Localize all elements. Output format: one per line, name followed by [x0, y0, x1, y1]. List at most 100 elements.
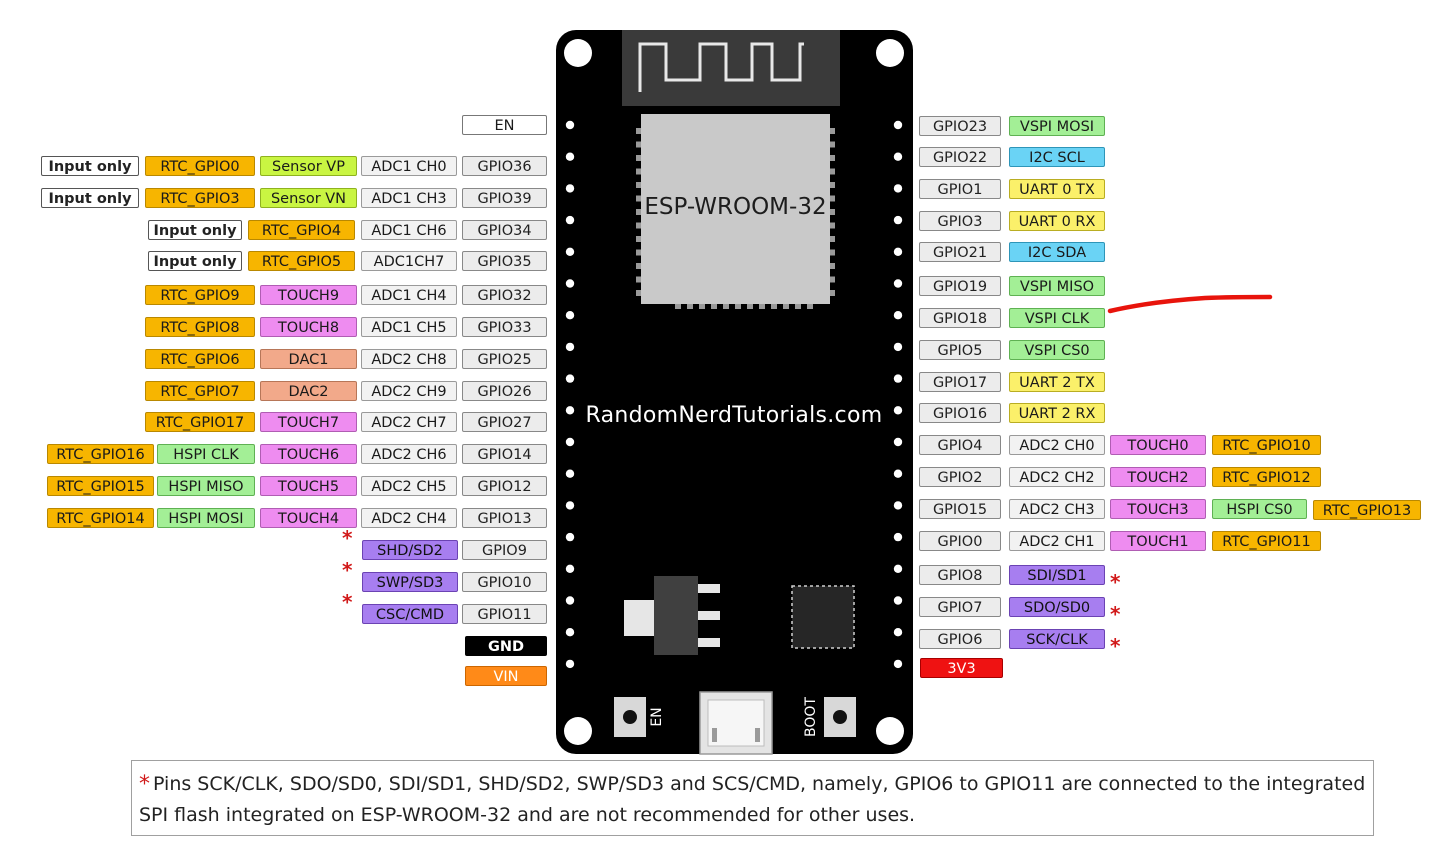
module-pad: [747, 304, 753, 309]
header-pin-hole: [893, 659, 903, 669]
module-pad: [636, 209, 641, 215]
module-pad: [723, 304, 729, 309]
pin-label-gpio15: GPIO15: [919, 499, 1001, 519]
pin-label-input-only: Input only: [41, 156, 139, 176]
pin-label-touch6: TOUCH6: [260, 444, 357, 464]
flash-pin-asterisk: *: [342, 590, 353, 614]
pin-label-gpio17: GPIO17: [919, 372, 1001, 392]
boot-button-knob: [833, 710, 847, 724]
pin-label-touch8: TOUCH8: [260, 317, 357, 337]
mounting-hole: [876, 717, 904, 745]
pin-label-swp-sd3: SWP/SD3: [362, 572, 458, 592]
pin-label-gpio4: GPIO4: [919, 435, 1001, 455]
pin-label-rtc-gpio15: RTC_GPIO15: [47, 476, 154, 496]
header-pin-hole: [565, 437, 575, 447]
module-pad: [830, 236, 835, 242]
pin-label-gpio9: GPIO9: [462, 540, 547, 560]
header-pin-hole: [565, 628, 575, 637]
pin-label-adc1-ch6: ADC1 CH6: [361, 220, 457, 240]
pin-label-gpio27: GPIO27: [462, 412, 547, 432]
header-pin-hole: [893, 311, 903, 320]
module-pad: [735, 304, 741, 309]
module-pad: [830, 276, 835, 283]
pin-label-rtc-gpio7: RTC_GPIO7: [145, 381, 255, 401]
header-pin-hole: [893, 406, 903, 415]
pin-label-rtc-gpio3: RTC_GPIO3: [145, 188, 255, 208]
header-pin-hole: [893, 532, 903, 542]
pin-label-sensor-vp: Sensor VP: [260, 156, 357, 176]
pin-label-input-only: Input only: [148, 220, 242, 240]
regulator-pin: [698, 611, 720, 620]
pin-label-rtc-gpio4: RTC_GPIO4: [248, 220, 355, 240]
regulator-pin: [698, 584, 720, 593]
module-label: ESP-WROOM-32: [644, 194, 827, 220]
flash-pin-asterisk: *: [1110, 602, 1121, 626]
module-pins: [636, 128, 835, 309]
pin-label-gpio8: GPIO8: [919, 565, 1001, 585]
pin-label-adc2-ch5: ADC2 CH5: [361, 476, 457, 496]
pin-label-sck-clk: SCK/CLK: [1009, 629, 1105, 649]
pin-label-rtc-gpio12: RTC_GPIO12: [1212, 467, 1321, 487]
pin-label-hspi-clk: HSPI CLK: [157, 444, 255, 464]
pin-label-gpio32: GPIO32: [462, 285, 547, 305]
module-pad: [636, 249, 641, 256]
header-pin-hole: [565, 406, 575, 415]
pin-label-gpio25: GPIO25: [462, 349, 547, 369]
pin-label-rtc-gpio14: RTC_GPIO14: [47, 508, 154, 528]
en-button-label: EN: [649, 707, 665, 727]
pin-label-adc2-ch6: ADC2 CH6: [361, 444, 457, 464]
pin-label-gpio26: GPIO26: [462, 381, 547, 401]
pin-label-uart-2-rx: UART 2 RX: [1009, 403, 1105, 423]
pin-label-gpio22: GPIO22: [919, 147, 1001, 167]
pin-label-adc2-ch2: ADC2 CH2: [1009, 467, 1105, 487]
pin-label-hspi-mosi: HSPI MOSI: [157, 508, 255, 528]
module-pad: [830, 128, 835, 134]
pin-label-i2c-scl: I2C SCL: [1009, 147, 1105, 167]
module-pad: [711, 304, 717, 309]
pin-label-i2c-sda: I2C SDA: [1009, 242, 1105, 262]
pin-label-adc2-ch1: ADC2 CH1: [1009, 531, 1105, 551]
antenna-area: [622, 30, 840, 106]
module-pad: [830, 182, 835, 188]
pin-label-gpio6: GPIO6: [919, 629, 1001, 649]
red-annotation-stroke: [1107, 294, 1273, 314]
pin-label-gpio13: GPIO13: [462, 508, 547, 528]
pin-label-dac1: DAC1: [260, 349, 357, 369]
module-pad: [795, 304, 801, 309]
module-pad: [636, 141, 641, 148]
flash-pin-asterisk: *: [1110, 570, 1121, 594]
pin-label-adc1-ch3: ADC1 CH3: [361, 188, 457, 208]
pin-label-uart-0-rx: UART 0 RX: [1009, 211, 1105, 231]
module-pad: [783, 304, 789, 309]
header-pin-hole: [565, 374, 575, 383]
pin-label-hspi-cs0: HSPI CS0: [1212, 499, 1307, 519]
pin-label-dac2: DAC2: [260, 381, 357, 401]
pin-label-gpio35: GPIO35: [462, 251, 547, 271]
module-pad: [830, 290, 835, 296]
pin-label-sdo-sd0: SDO/SD0: [1009, 597, 1105, 617]
pin-label-gnd: GND: [465, 636, 547, 656]
header-pin-hole: [565, 564, 575, 573]
regulator-tab: [624, 600, 654, 636]
regulator-pin: [698, 638, 720, 647]
mounting-hole: [564, 39, 592, 67]
pin-label-gpio18: GPIO18: [919, 308, 1001, 328]
antenna-trace: [638, 42, 804, 92]
pin-label-rtc-gpio9: RTC_GPIO9: [145, 285, 255, 305]
pin-label-touch7: TOUCH7: [260, 412, 357, 432]
module-pad: [830, 249, 835, 256]
module-pad: [636, 195, 641, 202]
pin-label-en: EN: [462, 115, 547, 135]
module-pad: [830, 155, 835, 161]
pin-label-3v3: 3V3: [920, 658, 1003, 678]
pin-label-gpio1: GPIO1: [919, 179, 1001, 199]
mounting-hole: [564, 717, 592, 745]
esp-wroom-32-module: [641, 114, 830, 304]
module-pad: [636, 236, 641, 242]
module-pad: [830, 263, 835, 269]
pin-label-vin: VIN: [465, 666, 547, 686]
pin-label-rtc-gpio5: RTC_GPIO5: [248, 251, 355, 271]
pin-label-adc2-ch3: ADC2 CH3: [1009, 499, 1105, 519]
